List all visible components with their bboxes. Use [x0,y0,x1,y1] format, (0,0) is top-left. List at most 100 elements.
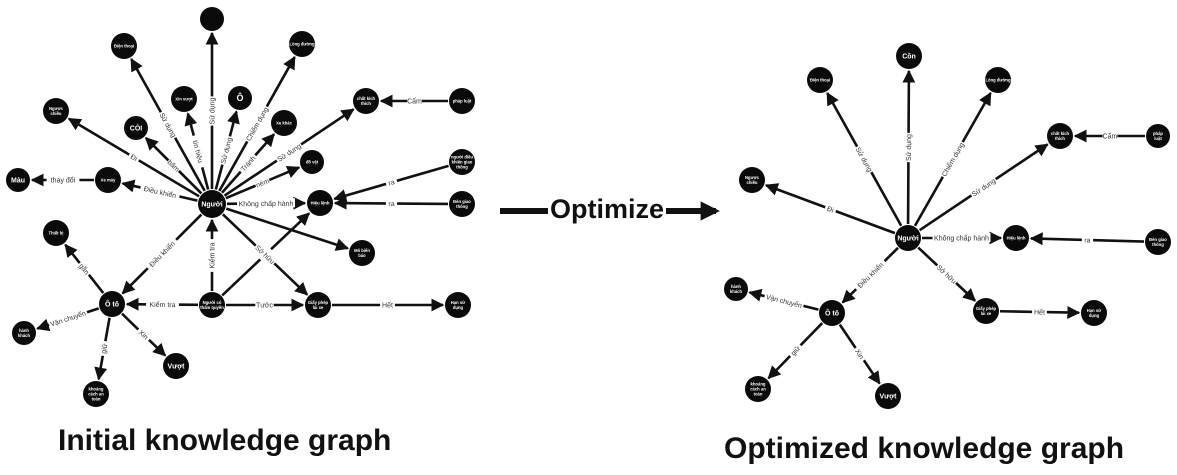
initial-node-circle [271,110,297,136]
optimized-node-circle [973,298,999,324]
initial-node-label-coi: CÒI [130,123,143,132]
initial-node-circle [305,292,331,318]
initial-node-label-dovat: đồ vật [306,159,319,164]
optimized-node-longduong: Lòng đường [985,67,1011,93]
initial-node-label-phapluat: pháp luật [453,98,472,103]
optimized-node-hieulenh: Hiệu lệnh [1003,225,1029,251]
optimized-edge-label-bg [1102,131,1118,140]
initial-edge-label-bg [46,175,80,184]
optimized-node-nguoi: Người [895,225,921,251]
optimized-edge-label-van-chuyen: Vận chuyển [765,293,803,310]
optimized-edge-label-het: Hết [1034,307,1045,316]
optimized-edge-label-bg [823,202,838,215]
initial-node-circle [95,167,121,193]
optimized-edge-label-cam: Cấm [1103,132,1118,141]
initial-node-circle [228,86,252,110]
optimized-node-label-nguoi: Người [897,235,918,242]
initial-edge-label-thay-doi: thay đổi [51,177,76,185]
initial-node-circle [307,190,333,216]
initial-node-circle [449,88,475,114]
optimized-node-circle [739,167,765,193]
initial-edge-label-bg [385,198,398,208]
optimized-edge-label-di: Đi [826,206,835,215]
initial-node-label-mau: Màu [11,177,25,184]
initial-edge-label-bg [135,325,153,343]
initial-edge-label-bg [144,236,179,271]
initial-node-xinvuot: Xin vượt [171,86,197,112]
initial-edge-label-bg [146,299,179,309]
initial-node-dovat: đồ vật [300,150,324,174]
initial-node-label-nguoi: Người [201,201,222,208]
initial-node-circle [445,292,471,318]
initial-edge-label-giu: giữ [101,343,110,355]
optimized-edge-label-khong-chap-hanh: Không chấp hành [934,234,989,243]
initial-edge-label-bg [165,156,183,174]
optimized-node-circle [985,67,1011,93]
initial-node-label-xinvuot: Xin vượt [175,96,193,101]
initial-edge-label-bg [236,151,259,175]
initial-node-circle [12,321,36,345]
initial-edge-label-bg [127,150,142,164]
initial-edge-label-chiem-dung: Chiếm dụng [244,105,270,142]
optimized-edge-label-bg [853,144,876,175]
initial-node-label-o: Ô [236,92,243,103]
optimized-edge-label-chiem-dung: Chiếm dụng [940,141,967,178]
initial-node-circle [449,191,475,217]
optimized-node-circle [1145,229,1171,255]
initial-node-circle [163,353,189,379]
optimized-node-label-vuot: Vượt [879,393,897,400]
initial-graph-caption: Initial knowledge graph [58,424,392,457]
initial-edge-label-bg [253,175,271,190]
initial-node-circle [349,240,375,266]
initial-edge-label-bg [207,239,216,272]
initial-node-circle [6,168,30,192]
initial-edge-label-bg [189,134,208,169]
initial-node-longduong: Lòng đường [289,31,315,57]
initial-node-xekhac: Xe khác [271,110,297,136]
initial-node-o: Ô [228,86,252,110]
initial-edge-label-cam: Cấm [407,97,422,106]
optimized-graph-caption: Optimized knowledge graph [724,432,1125,465]
initial-node-vuot: Vượt [163,353,189,379]
initial-edge-label-bg [242,104,271,144]
optimized-node-dienthoai: Điện thoại [807,67,833,93]
initial-node-circle [124,116,148,140]
optimized-node-circle [1003,225,1029,251]
initial-node-xemay: Xe máy [95,167,121,193]
initial-node-label-oto: Ô tô [105,299,119,308]
initial-edge-label-bg [236,198,296,208]
initial-edge-label-bg [380,300,395,309]
initial-edge-label-di: Đi [129,154,139,164]
initial-edge-label-bg [252,242,278,267]
initial-node-circle [449,149,475,175]
optimized-node-circle [895,225,921,251]
initial-node-circle [198,190,226,218]
initial-node-label-xemay: Xe máy [101,177,116,182]
initial-node-dienthoai: Điện thoại [111,33,137,59]
initial-node-label-vuot: Vượt [167,363,185,370]
optimized-node-circle [1081,300,1107,326]
